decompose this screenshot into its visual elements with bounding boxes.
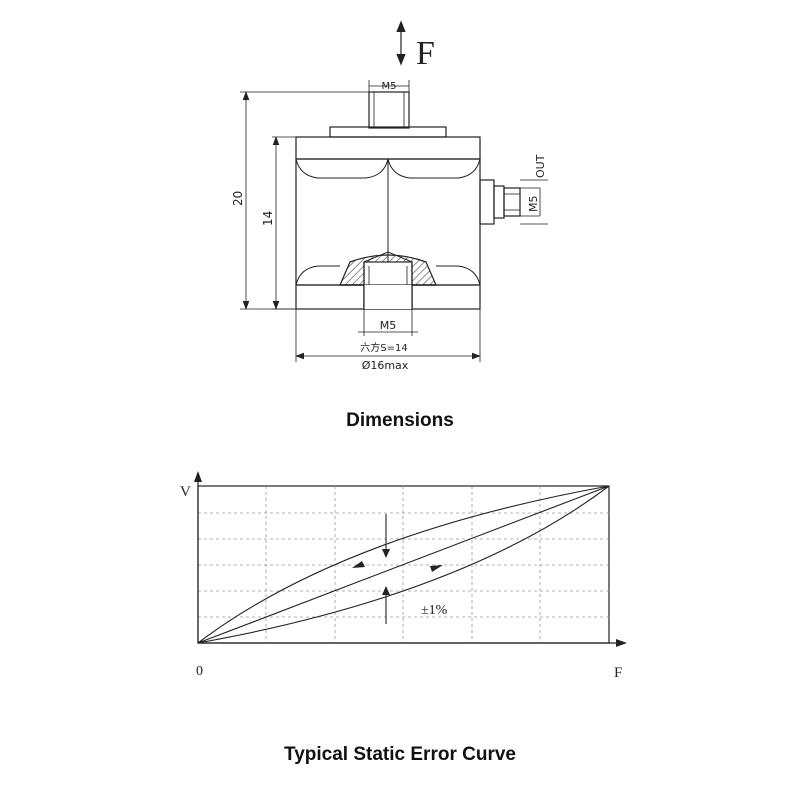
top-thread-label: M5 — [382, 81, 397, 92]
loading-direction-arrow-icon — [430, 565, 443, 572]
out-label: OUT — [534, 154, 547, 178]
x-axis-arrow-icon — [616, 639, 627, 647]
error-curve-caption: Typical Static Error Curve — [284, 744, 516, 765]
unloading-direction-arrow-icon — [352, 561, 365, 568]
side-connector — [479, 179, 495, 225]
y-axis-arrow-icon — [194, 471, 202, 482]
side-thread-label: M5 — [527, 196, 540, 213]
error-arrow-down-icon — [382, 549, 390, 558]
error-arrow-up-icon — [382, 586, 390, 595]
diameter-label: Ø16max — [362, 359, 409, 372]
x-axis-label: F — [614, 665, 622, 681]
body-height-label: 14 — [261, 211, 275, 226]
force-label: F — [416, 35, 435, 72]
linear-reference-line — [197, 485, 610, 644]
dimensions-caption: Dimensions — [346, 410, 454, 431]
unloading-curve — [197, 485, 610, 644]
error-label: ±1% — [421, 603, 448, 618]
hex-label: 六方S=14 — [360, 341, 407, 354]
overall-height-label: 20 — [231, 191, 245, 206]
error-curve-plot — [194, 471, 627, 647]
load-cell-drawing — [240, 20, 548, 362]
force-arrow-icon — [396, 20, 406, 66]
top-stud — [368, 91, 410, 129]
loading-curve — [197, 485, 610, 644]
bottom-thread-label: M5 — [380, 319, 397, 332]
upper-cap — [295, 136, 481, 160]
y-axis-label: V — [180, 484, 191, 500]
origin-label: 0 — [196, 664, 203, 679]
